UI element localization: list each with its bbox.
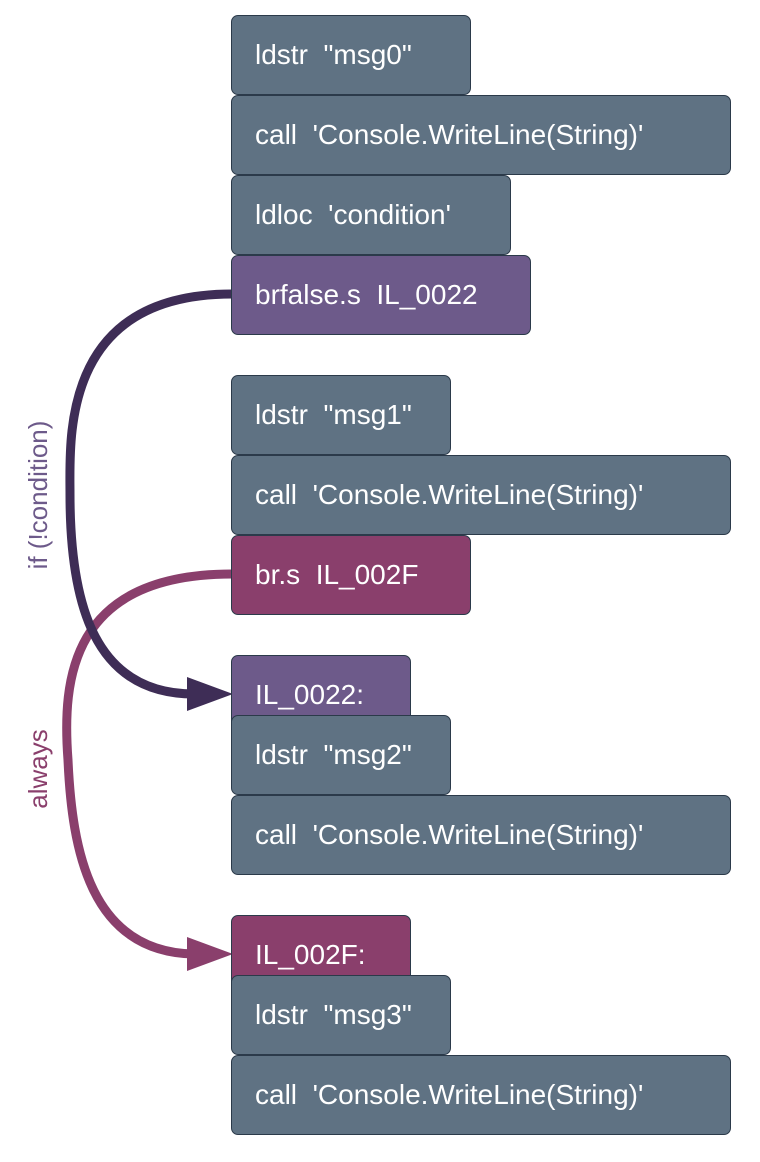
instr-call-writeline-3: call 'Console.WriteLine(String)'	[231, 795, 731, 875]
always-arrow-line	[62, 569, 237, 959]
instr-call-writeline-1: call 'Console.WriteLine(String)'	[231, 95, 731, 175]
instr-ldstr-msg2: ldstr "msg2"	[231, 715, 451, 795]
always-arrow-head	[187, 937, 233, 971]
instr-brfalse: brfalse.s IL_0022	[231, 255, 531, 335]
always-edge-label: always	[23, 729, 53, 809]
conditional-edge-label: if (!condition)	[23, 420, 53, 570]
instr-ldstr-msg3: ldstr "msg3"	[231, 975, 451, 1055]
instr-ldloc-condition: ldloc 'condition'	[231, 175, 511, 255]
instr-call-writeline-2: call 'Console.WriteLine(String)'	[231, 455, 731, 535]
instr-ldstr-msg0: ldstr "msg0"	[231, 15, 471, 95]
instr-ldstr-msg1: ldstr "msg1"	[231, 375, 451, 455]
conditional-arrow-head	[187, 677, 233, 711]
conditional-arrow-line	[65, 289, 237, 699]
instr-call-writeline-4: call 'Console.WriteLine(String)'	[231, 1055, 731, 1135]
instr-br-s: br.s IL_002F	[231, 535, 471, 615]
